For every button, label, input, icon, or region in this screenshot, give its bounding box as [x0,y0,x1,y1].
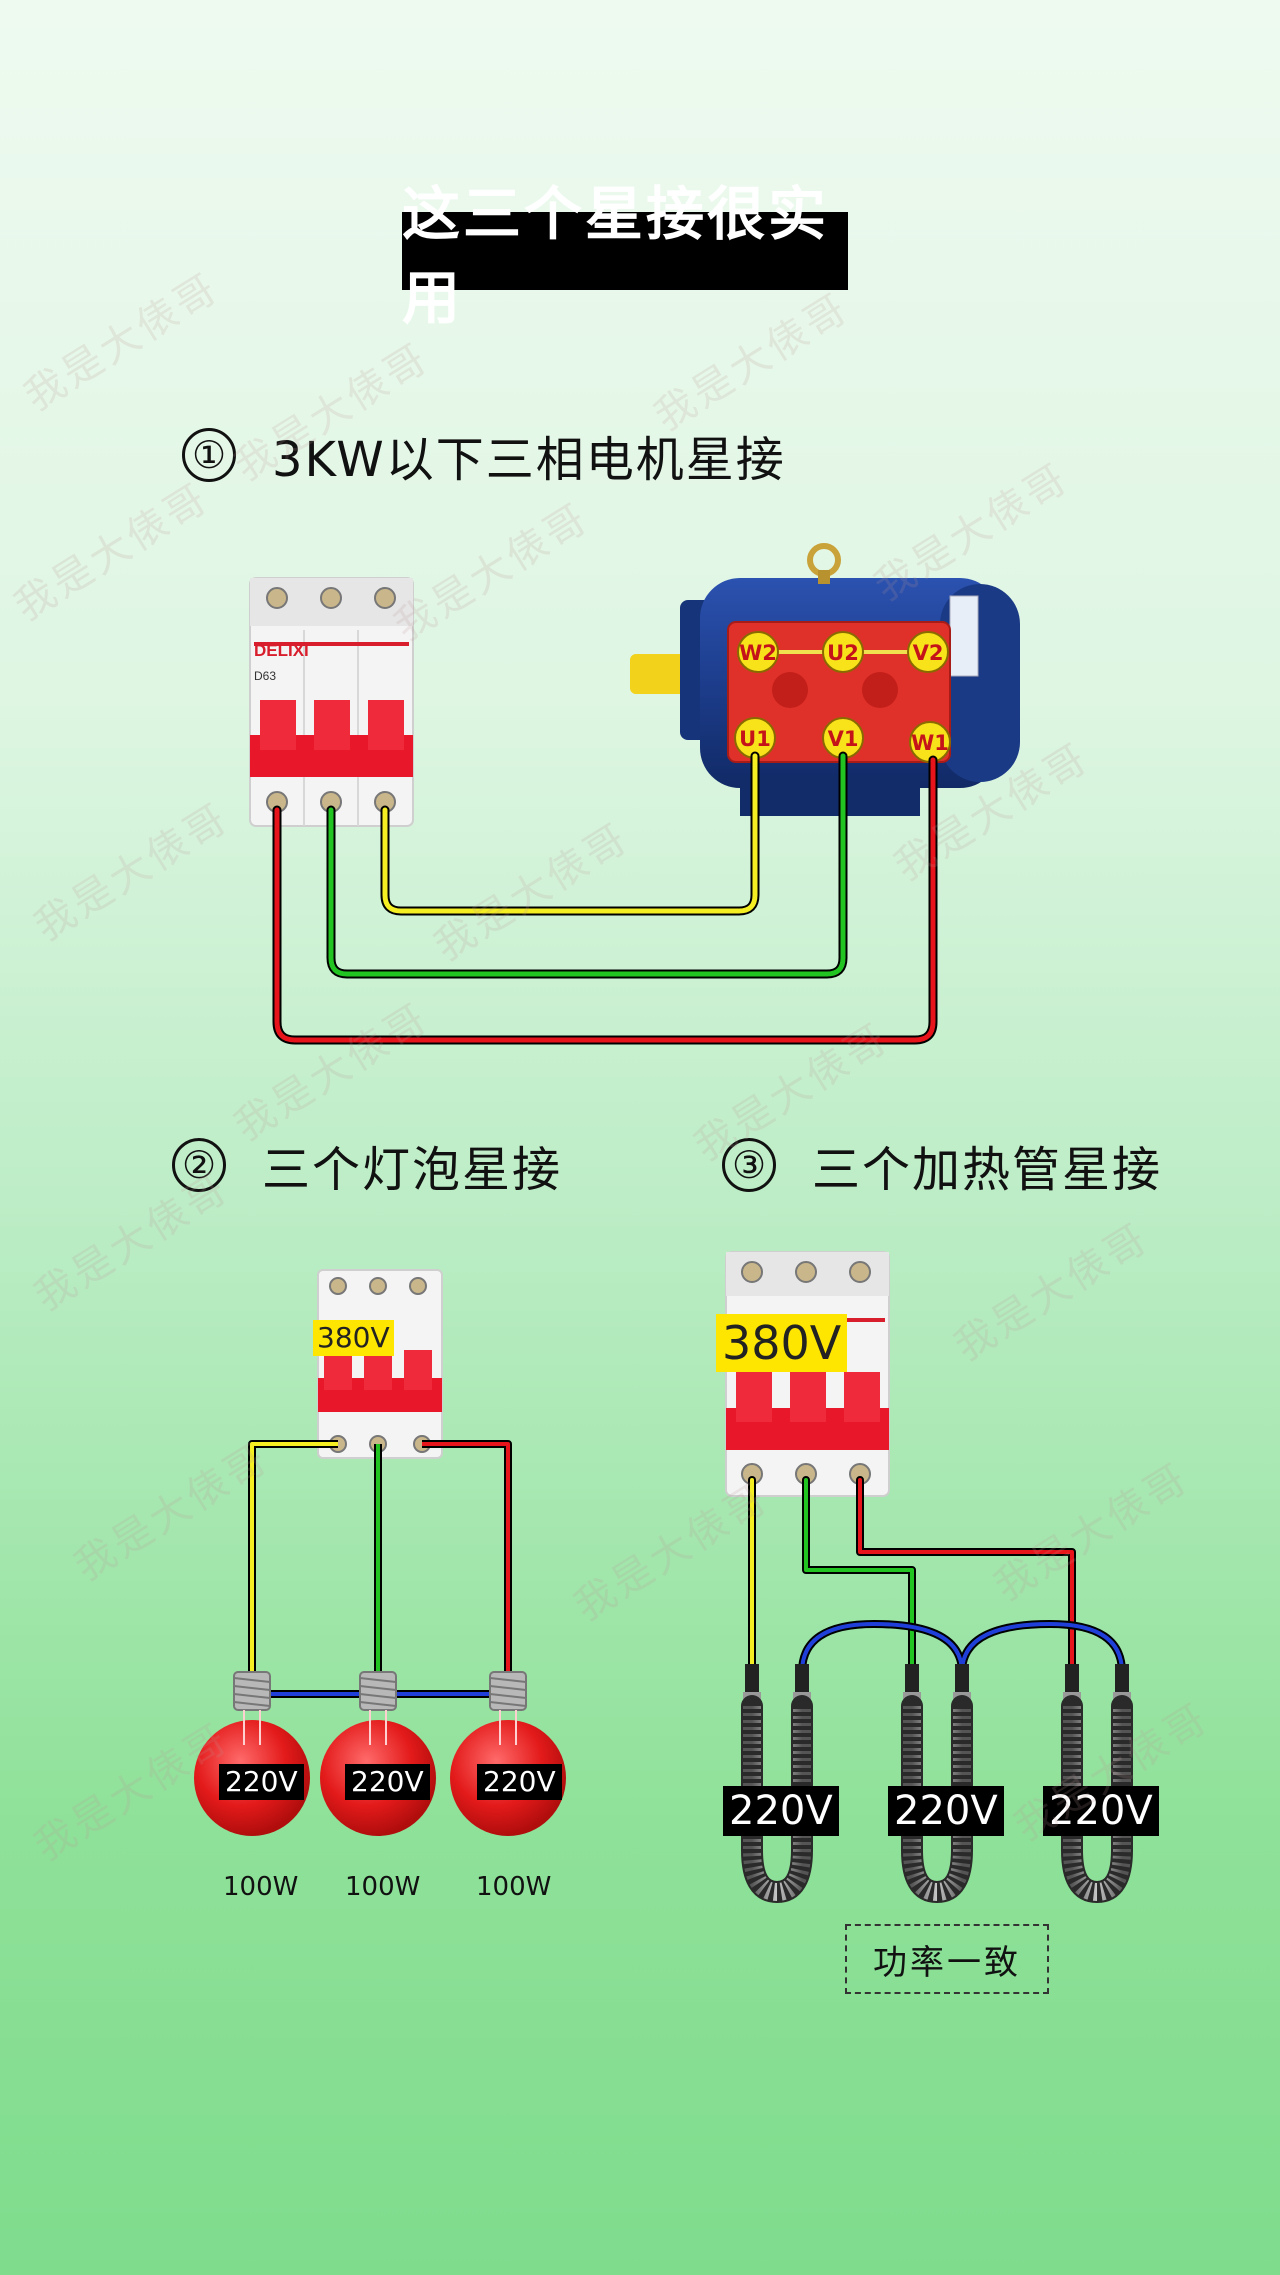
yellow-wire [250,1442,338,1680]
svg-text:W1: W1 [911,731,949,755]
green-wire [804,1478,914,1674]
section-1-title: 3KW以下三相电机星接 [272,432,786,488]
section-2-heading: ② 三个灯泡星接 [172,1130,562,1200]
green-wire [328,753,846,977]
breaker-2-voltage-label: 380V [313,1320,394,1356]
motor-terminal-u2: U2 [822,631,864,673]
section-2-title: 三个灯泡星接 [262,1142,563,1198]
svg-text:U2: U2 [827,641,859,665]
motor-terminal-w2: W2 [737,631,779,673]
bulb-1-wattage: 100W [223,1872,299,1902]
section-1-heading: ① 3KW以下三相电机星接 [182,420,786,490]
heater-1-voltage: 220V [723,1786,839,1836]
breaker-3-voltage-label: 380V [716,1314,848,1372]
red-wire [858,1478,1074,1674]
yellow-wire [382,753,758,914]
breaker-2 [317,1269,443,1459]
svg-text:W2: W2 [739,641,777,665]
heater-3-voltage: 220V [1043,1786,1159,1836]
three-phase-motor: W2 U2 V2 U1 V1 W1 [630,543,1020,816]
section-1-number: ① [182,428,236,482]
red-wire [422,1442,510,1680]
motor-terminal-v2: V2 [907,631,949,673]
section-1-wires [272,751,938,1045]
bulb-2-voltage: 220V [345,1764,430,1800]
bulb-2-wattage: 100W [345,1872,421,1902]
heater-2-voltage: 220V [888,1786,1004,1836]
svg-text:V2: V2 [913,641,944,665]
breaker-model-label: D63 [254,669,276,683]
motor-terminal-u1: U1 [734,717,776,759]
section-2-number: ② [172,1138,226,1192]
heating-tube-3 [1061,1664,1133,1904]
bulb-3-voltage: 220V [477,1764,562,1800]
section-3-wires [748,1476,1126,1676]
red-wire [274,757,936,1043]
bulb-1-voltage: 220V [219,1764,304,1800]
svg-text:U1: U1 [739,727,771,751]
motor-terminal-v1: V1 [822,717,864,759]
section-3-title: 三个加热管星接 [812,1142,1163,1198]
section-3-number: ③ [722,1138,776,1192]
section-2-wires [248,1440,512,1698]
equal-power-note: 功率一致 [845,1924,1049,1994]
motor-terminal-w1: W1 [909,721,951,763]
heating-tube-2 [901,1664,973,1904]
section-3-heading: ③ 三个加热管星接 [722,1130,1162,1200]
bulbs [194,1671,566,1836]
breaker-3 [725,1251,890,1497]
heating-tube-1 [741,1664,813,1904]
svg-text:V1: V1 [828,727,859,751]
heating-tubes [741,1664,1133,1904]
breaker-1: DELIXI D63 [249,577,414,827]
bulb-3-wattage: 100W [476,1872,552,1902]
